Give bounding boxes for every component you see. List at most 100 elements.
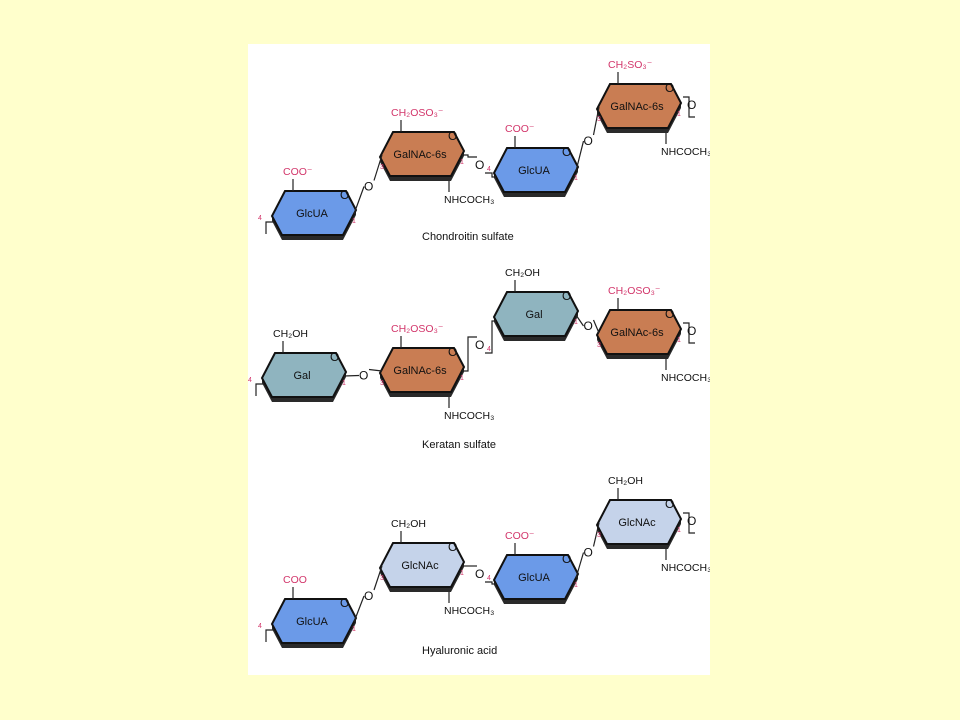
linkage-oxygen: O [584,546,593,560]
carbon-number: 3 [380,575,384,582]
gag-keratan-sulfate: OGalCH₂OH1OGalNAc-6sCH₂OSO₃⁻NHCOCH₃1OGal… [248,267,710,451]
glycosidic-linkage: O3 [575,314,601,349]
chain-end-right [683,96,695,118]
carbon-number: 1 [352,626,356,633]
ring-face [270,598,358,644]
chain-end-right [683,512,695,534]
top-substituent: CH₂OH [505,267,540,279]
carbon-number: 1 [460,159,464,166]
gag-name: Keratan sulfate [422,439,496,451]
ring-face [270,190,358,236]
linkage-bond [485,581,496,585]
bottom-substituent: NHCOCH₃ [444,194,494,206]
carbon-number: 1 [574,582,578,589]
carbon-number: 4 [487,346,491,353]
ring-oxygen: O [562,145,571,159]
carbon-number: 3 [380,380,384,387]
gag-chondroitin-sulfate: OGlcUACOO⁻1OGalNAc-6sCH₂OSO₃⁻NHCOCH₃1OGl… [258,59,710,243]
linkage-bond [353,595,365,623]
ring-oxygen: O [448,129,457,143]
ring-oxygen: O [340,188,349,202]
linkage-bond [592,522,600,547]
linkage-bond [485,172,496,178]
chain-end-left [265,629,274,642]
carbon-number: 4 [487,575,491,582]
ring-oxygen: O [330,350,339,364]
ring-label: GlcUA [518,165,550,177]
ring-oxygen: O [448,540,457,554]
carbon-number: 4 [258,215,262,222]
ring-face [595,83,683,129]
linkage-bond [485,320,496,354]
linkage-bond [343,374,360,377]
terminal-oxygen: O [687,514,696,528]
linkage-bond [368,368,383,372]
linkage-bond [373,154,383,181]
top-substituent: CH₂OH [273,328,308,340]
gag-hyaluronic-acid: OGlcUACOO1OGlcNAcCH₂OHNHCOCH₃1OGlcUACOO⁻… [258,475,710,657]
top-substituent: COO⁻ [283,166,313,178]
top-substituent: CH₂OSO₃⁻ [391,107,444,119]
ring-label: Gal [293,370,310,382]
carbon-number: 1 [342,380,346,387]
linkage-bond [575,314,584,327]
ring-oxygen: O [562,289,571,303]
top-substituent: CH₂OH [608,475,643,487]
ring-gal: O Gal CH₂OH 1 [260,328,348,402]
carbon-number: 4 [258,623,262,630]
linkage-oxygen: O [475,158,484,172]
chain-end-left [255,383,264,396]
bottom-substituent: NHCOCH₃ [444,410,494,422]
ring-label: GalNAc-6s [393,365,447,377]
carbon-number: 1 [677,111,681,118]
ring-face [595,499,683,545]
top-substituent: CH₂OSO₃⁻ [391,323,444,335]
ring-face [492,554,580,600]
linkage-oxygen: O [475,567,484,581]
linkage-oxygen: O [359,369,368,383]
carbon-number: 3 [597,116,601,123]
ring-label: GlcUA [296,616,328,628]
carbon-number: 1 [352,218,356,225]
ring-label: GalNAc-6s [393,149,447,161]
ring-face [260,352,348,398]
glycosidic-linkage: O3 [353,565,384,623]
top-substituent: COO⁻ [505,530,535,542]
chain-end-left [265,221,274,234]
carbon-number: 3 [380,164,384,171]
ring-oxygen: O [340,596,349,610]
linkage-bond [592,106,600,136]
carbon-number: 4 [248,377,252,384]
linkage-oxygen: O [364,589,373,603]
glycosidic-linkage: O3 [353,154,384,215]
bottom-substituent: NHCOCH₃ [661,562,710,574]
ring-oxygen: O [448,345,457,359]
glycosaminoglycan-diagram: OGlcUACOO⁻1OGalNAc-6sCH₂OSO₃⁻NHCOCH₃1OGl… [248,59,710,657]
top-substituent: CH₂OSO₃⁻ [608,285,661,297]
ring-face [595,309,683,355]
ring-label: Gal [525,309,542,321]
carbon-number: 1 [574,319,578,326]
glycosidic-linkage: O3 [575,522,601,579]
ring-label: GlcUA [518,572,550,584]
carbon-number: 4 [487,166,491,173]
ring-label: GalNAc-6s [610,101,664,113]
glycosidic-linkage: O3 [343,368,384,387]
carbon-number: 3 [597,342,601,349]
gag-name: Hyaluronic acid [422,645,497,657]
linkage-oxygen: O [584,134,593,148]
carbon-number: 3 [597,532,601,539]
ring-label: GlcUA [296,208,328,220]
carbon-number: 1 [677,337,681,344]
bottom-substituent: NHCOCH₃ [444,605,494,617]
linkage-bond [373,565,383,591]
